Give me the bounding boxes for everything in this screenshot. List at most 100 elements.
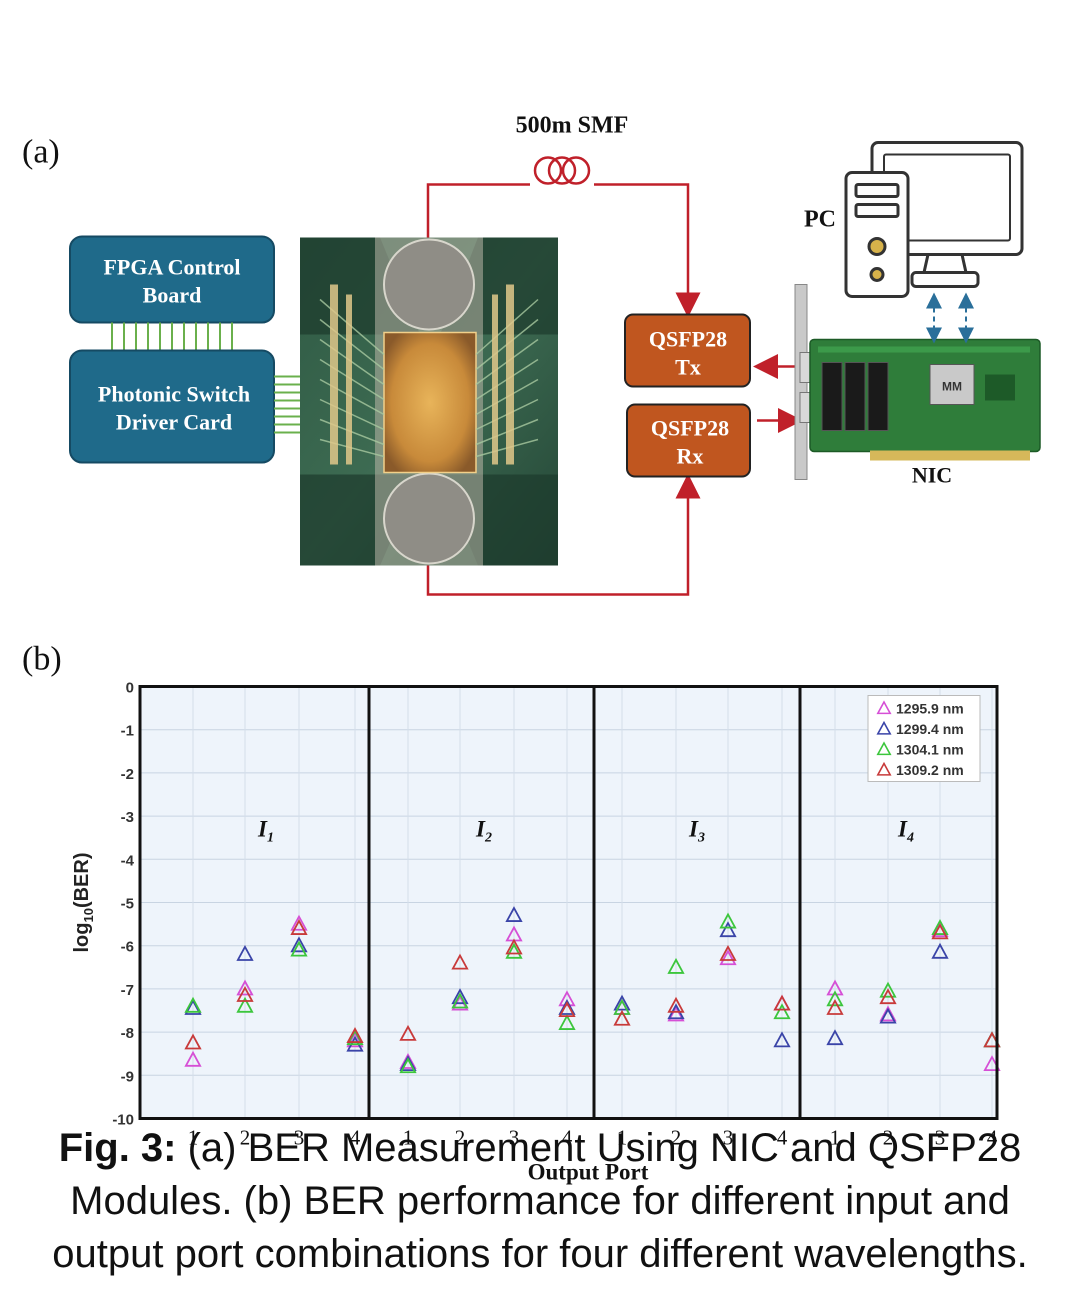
data-points <box>184 906 1001 1074</box>
y-tick-label: -8 <box>121 1025 134 1042</box>
tx-label-line1: QSFP28 <box>649 327 727 352</box>
x-tick-label: 2 <box>671 1126 682 1150</box>
tx-label-line2: Tx <box>675 355 701 380</box>
data-point <box>667 996 685 1013</box>
pc-label: PC <box>804 207 836 233</box>
x-tick-label: 1 <box>617 1126 628 1150</box>
data-point <box>931 923 949 940</box>
data-point <box>346 1031 364 1048</box>
data-point <box>879 1005 897 1022</box>
ribbon-cable-vertical <box>111 322 233 351</box>
data-point <box>236 979 254 996</box>
data-point <box>184 998 202 1015</box>
y-tick-label: -9 <box>121 1068 134 1085</box>
data-point <box>346 1027 364 1043</box>
pc-icon <box>844 141 1024 298</box>
data-point <box>667 957 685 974</box>
data-point <box>290 919 308 935</box>
data-point <box>346 1029 364 1046</box>
data-point <box>879 981 897 998</box>
x-tick-label: 3 <box>509 1126 520 1150</box>
fpga-label-line1: FPGA Control <box>103 255 240 280</box>
data-point <box>773 994 791 1011</box>
data-point <box>184 1050 202 1067</box>
figure-caption: Fig. 3: (a) BER Measurement Using NIC an… <box>10 1122 1070 1281</box>
plot-frame <box>138 685 999 1120</box>
fiber-coil-icon <box>533 156 563 185</box>
data-point <box>826 1029 844 1046</box>
y-tick-label: 0 <box>126 680 134 697</box>
x-axis-label: Output Port <box>528 1160 649 1185</box>
data-point <box>451 988 469 1005</box>
x-tick-label: 4 <box>562 1126 573 1150</box>
y-tick-label: -10 <box>112 1112 134 1129</box>
data-point <box>613 994 631 1011</box>
data-point <box>931 942 949 959</box>
legend-label: 1309.2 nm <box>896 762 964 778</box>
group-label: I4 <box>897 817 914 846</box>
x-tick-label: 4 <box>350 1126 361 1150</box>
panel-a: (a) 500m SMF FPGA Control Board <box>22 113 1041 596</box>
data-point <box>931 919 949 935</box>
group-dividers <box>367 686 802 1119</box>
data-point <box>879 988 897 1005</box>
x-tick-label: 4 <box>777 1126 788 1150</box>
y-tick-label: -5 <box>121 896 134 913</box>
data-point <box>826 990 844 1007</box>
legend-label: 1295.9 nm <box>896 701 964 717</box>
data-point <box>773 1003 791 1020</box>
legend-label: 1304.1 nm <box>896 742 964 758</box>
data-point <box>236 944 254 961</box>
ribbon-cable-horizontal <box>274 375 300 434</box>
y-tick-label: -7 <box>121 982 134 999</box>
legend-marker <box>876 761 892 776</box>
data-point <box>719 949 737 966</box>
data-point <box>613 1009 631 1026</box>
data-point <box>558 1001 576 1018</box>
y-tick-label: -4 <box>121 852 135 869</box>
legend-marker <box>876 741 892 756</box>
x-tick-label: 4 <box>987 1126 998 1150</box>
data-point <box>879 1007 897 1024</box>
caption-prefix: Fig. 3: <box>58 1126 177 1170</box>
rx-label-line1: QSFP28 <box>651 416 729 441</box>
x-tick-label: 2 <box>883 1126 894 1150</box>
y-tick-label: -6 <box>121 939 134 956</box>
svg-text:MM: MM <box>942 380 962 394</box>
data-point <box>290 914 308 931</box>
x-tick-label: 2 <box>240 1126 251 1150</box>
data-point <box>505 942 523 959</box>
driver-label-line2: Driver Card <box>116 410 232 435</box>
data-point <box>558 1014 576 1030</box>
x-tick-label: 1 <box>403 1126 414 1150</box>
fpga-label-line2: Board <box>143 283 202 308</box>
data-point <box>773 1031 791 1048</box>
data-point <box>399 1057 417 1074</box>
data-point <box>399 1024 417 1041</box>
data-point <box>719 921 737 938</box>
photonic-switch-driver-card: Photonic Switch Driver Card <box>69 349 275 464</box>
x-tick-label: 3 <box>294 1126 305 1150</box>
data-point <box>451 992 469 1009</box>
data-point <box>184 996 202 1013</box>
fiber-path: 500m SMF <box>426 113 701 596</box>
group-label: I1 <box>257 817 274 846</box>
panel-a-label: (a) <box>22 134 60 171</box>
x-tick-label: 3 <box>723 1126 734 1150</box>
caption-text: (a) BER Measurement Using NIC and QSFP28… <box>52 1126 1028 1276</box>
y-axis-label: log10(BER) <box>71 852 96 952</box>
data-point <box>236 985 254 1002</box>
qsfp28-rx-module: QSFP28 Rx <box>626 403 751 478</box>
panel-b-label: (b) <box>22 641 62 678</box>
data-point <box>236 996 254 1013</box>
fpga-control-board: FPGA Control Board <box>69 235 275 324</box>
data-point <box>505 906 523 922</box>
group-label: I3 <box>688 817 705 846</box>
rx-label-line2: Rx <box>677 444 704 469</box>
legend-label: 1299.4 nm <box>896 721 964 737</box>
y-tick-label: -1 <box>121 723 134 740</box>
